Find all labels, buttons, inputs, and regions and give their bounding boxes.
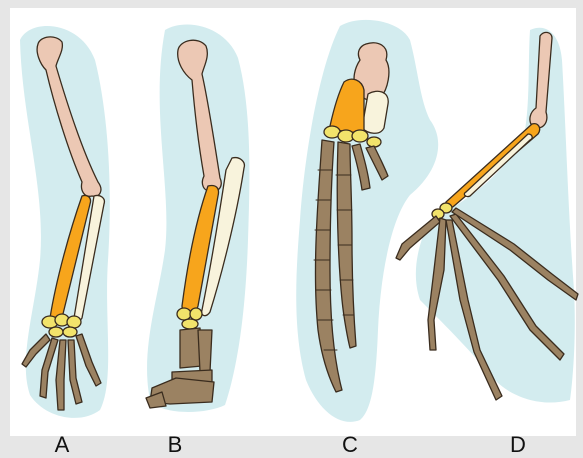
label-d: D: [503, 432, 533, 458]
label-b: B: [160, 432, 190, 458]
label-a: A: [47, 432, 77, 458]
label-c: C: [335, 432, 365, 458]
limb-c-whale-flipper: [296, 20, 438, 422]
limb-a-human-arm: [20, 26, 110, 418]
limb-d-bat-wing: [396, 28, 578, 403]
limb-b-horse-leg: [146, 25, 249, 412]
